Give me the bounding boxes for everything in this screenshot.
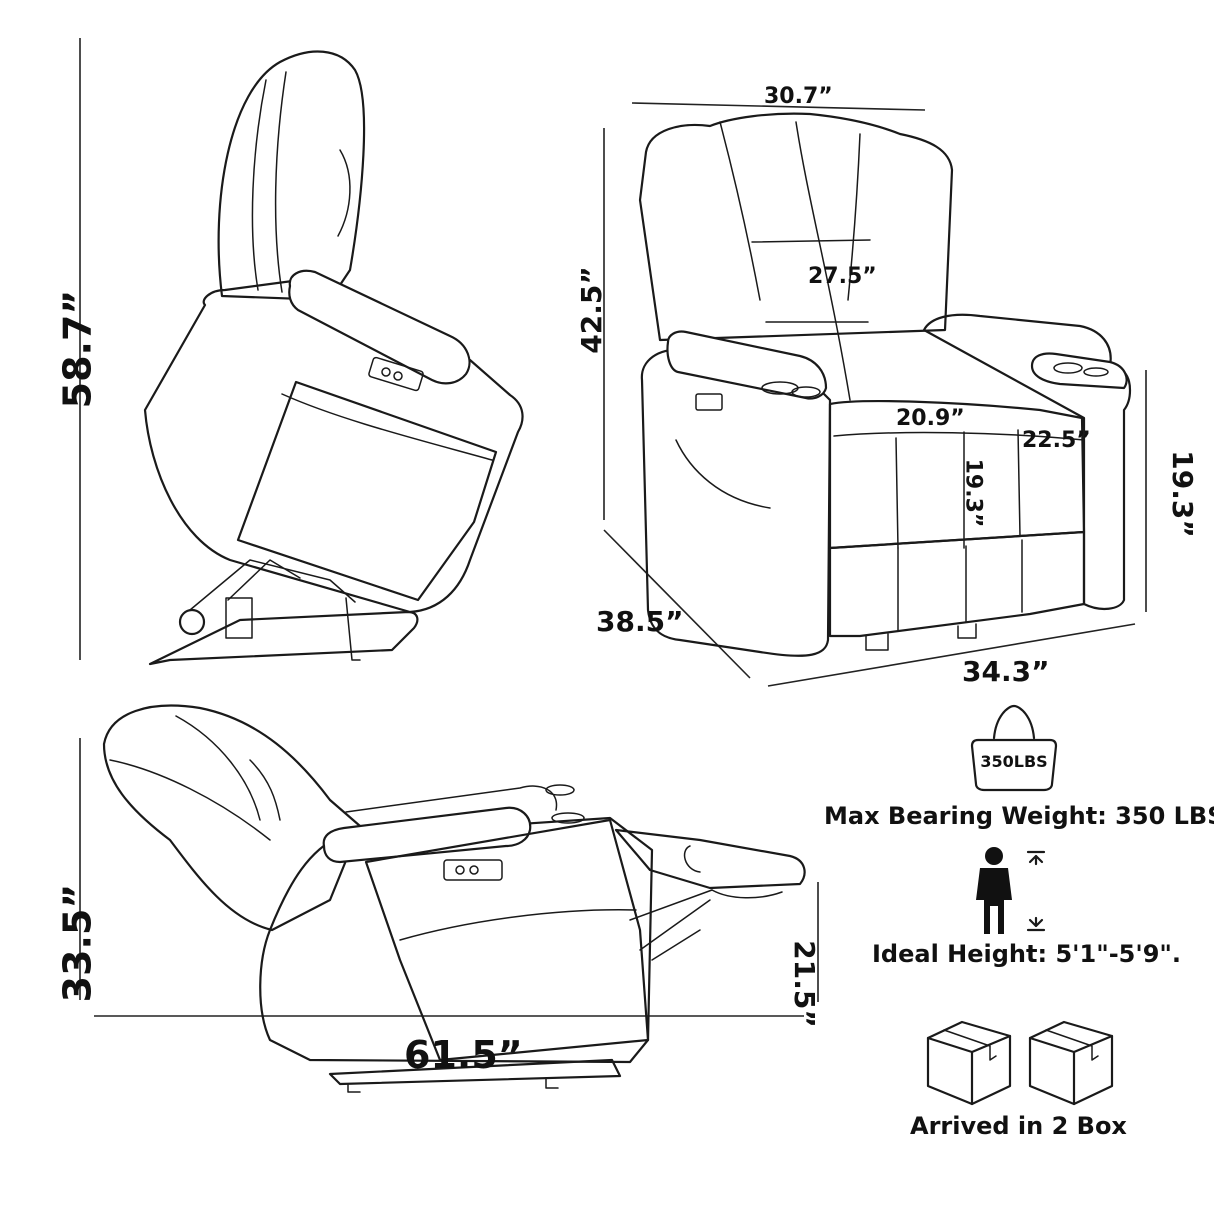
weight-badge: 350LBS: [980, 752, 1048, 771]
back-height-label: 42.5”: [574, 266, 608, 354]
depth-line: [603, 529, 751, 679]
max-weight-text: Max Bearing Weight: 350 LBS: [824, 802, 1214, 830]
seat-height-center-label: 19.3”: [960, 458, 986, 528]
top-width-line: [631, 102, 926, 111]
ideal-height-text: Ideal Height: 5'1"-5'9".: [872, 940, 1182, 968]
seat-width-label: 20.9”: [896, 406, 965, 431]
weight-icon: [970, 704, 1058, 792]
seat-height-side-label: 19.3”: [1165, 450, 1199, 538]
dimension-lines: [79, 38, 1147, 1017]
depth-label: 38.5”: [596, 605, 684, 638]
recline-side-view-chair: [102, 704, 806, 1093]
overall-width-line: [767, 623, 1136, 687]
top-width-label: 30.7”: [764, 84, 833, 109]
person-icon: [976, 847, 1046, 934]
overall-width-label: 34.3”: [962, 655, 1050, 688]
lift-side-view-chair: [143, 50, 524, 666]
recline-length-label: 61.5”: [404, 1033, 523, 1077]
recline-height-label: 33.5”: [55, 883, 100, 1003]
lift-height-label: 58.7”: [55, 289, 100, 409]
front-view-chair: [638, 112, 1132, 657]
footrest-height-label: 21.5”: [787, 940, 821, 1028]
back-cushion-height-label: 27.5”: [808, 264, 877, 289]
boxes-text: Arrived in 2 Box: [910, 1112, 1127, 1140]
box-icons: [926, 1020, 1114, 1106]
seat-depth-label: 22.5”: [1022, 428, 1091, 453]
